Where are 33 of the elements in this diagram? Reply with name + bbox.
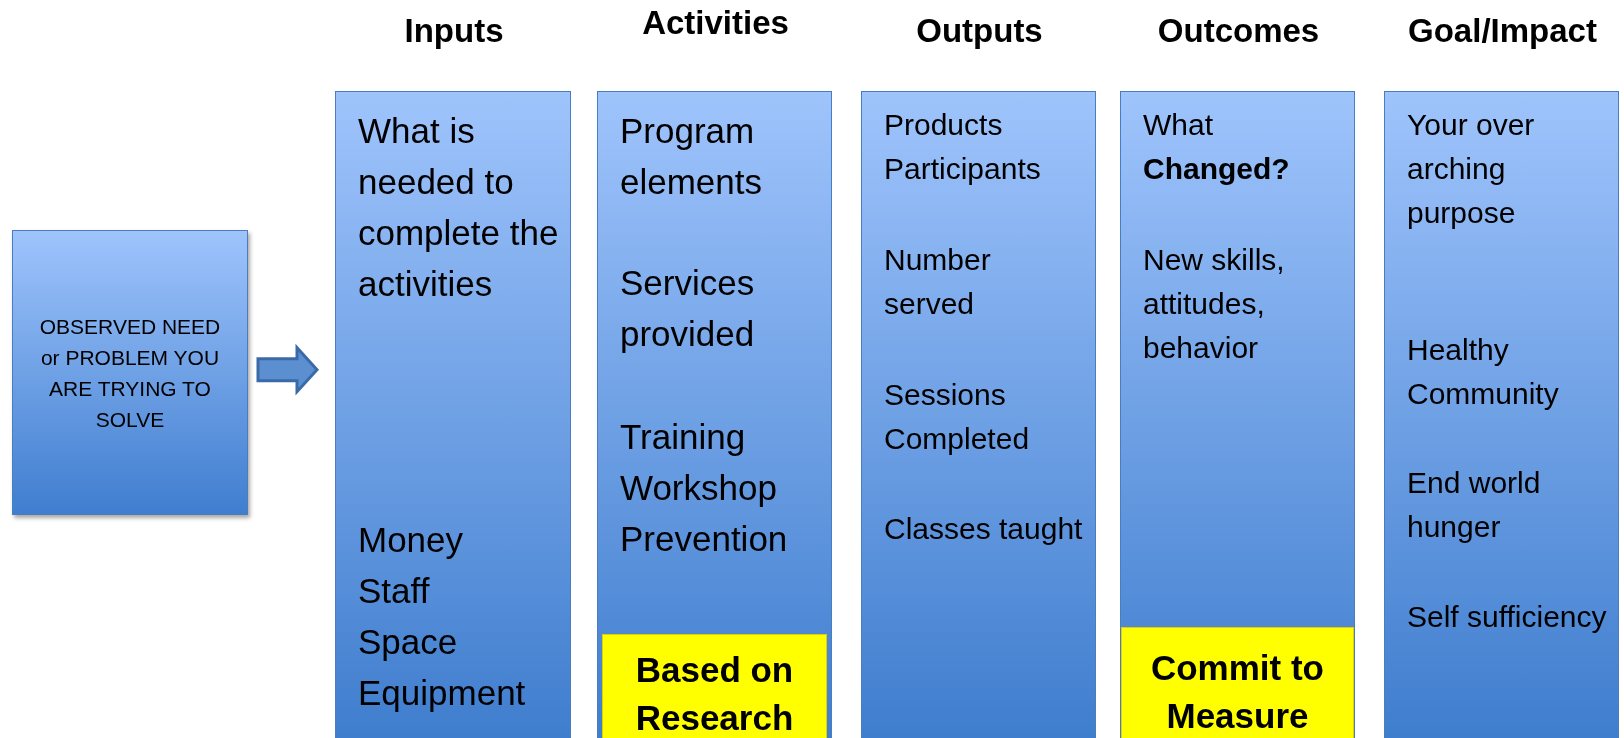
column-heading: Outcomes xyxy=(1156,12,1321,50)
highlight-box xyxy=(1121,627,1354,738)
column-text: Number served xyxy=(884,242,992,322)
column-text: End world hunger xyxy=(1407,465,1542,545)
column-heading: Goal/Impact xyxy=(1407,12,1598,50)
column-text: Space xyxy=(358,621,459,663)
column-text: Workshop xyxy=(620,467,778,509)
highlight-text: Commit to Measure xyxy=(1149,647,1325,737)
highlight-box xyxy=(602,634,827,738)
column-text: What is needed to complete the activities xyxy=(358,110,560,305)
column-heading: Activities xyxy=(641,4,790,42)
column-heading: Inputs xyxy=(403,12,505,50)
column-text: Self sufficiency xyxy=(1407,599,1608,635)
column-text: Training xyxy=(620,416,747,458)
problem-box xyxy=(12,230,248,515)
column-text: Staff xyxy=(358,570,431,612)
column-heading: Outputs xyxy=(915,12,1044,50)
column-text: Equipment xyxy=(358,672,527,714)
column-text: Classes taught xyxy=(884,511,1084,547)
column-text: Money xyxy=(358,519,465,561)
problem-text: OBSERVED NEED or PROBLEM YOU ARE TRYING TO SOLVE xyxy=(38,313,222,433)
column-text: Healthy Community xyxy=(1407,332,1560,412)
column-text: What Changed? xyxy=(1143,107,1291,187)
column-text: Services provided xyxy=(620,262,756,355)
column-text: New skills, attitudes, behavior xyxy=(1143,242,1286,366)
column-text: Your over arching purpose xyxy=(1407,107,1536,231)
column-text: Products xyxy=(884,107,1004,143)
block-arrow xyxy=(256,343,320,396)
column-text: Participants xyxy=(884,151,1042,187)
column-text: Prevention xyxy=(620,518,789,560)
column-text: Program elements xyxy=(620,110,764,203)
highlight-text: Based on Research xyxy=(634,649,795,738)
column-text: Sessions Completed xyxy=(884,377,1031,457)
